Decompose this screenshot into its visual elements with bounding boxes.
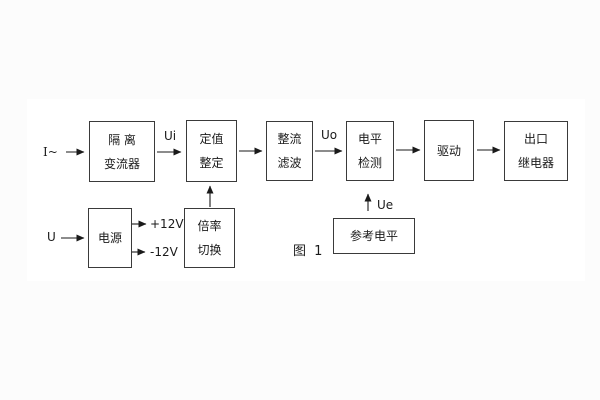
label-plus-12v: +12V bbox=[150, 217, 184, 231]
block-power-supply: 电源 bbox=[88, 208, 132, 268]
block-ratio-switch: 倍率 切换 bbox=[184, 208, 235, 268]
block-label-line: 倍率 bbox=[197, 219, 222, 233]
label-ue: Ue bbox=[377, 198, 394, 212]
label-ui: Ui bbox=[163, 129, 177, 143]
block-label-line: 整流 bbox=[277, 132, 302, 146]
block-label-line: 继电器 bbox=[517, 156, 554, 170]
label-uo: Uo bbox=[320, 128, 338, 142]
block-isolation-transformer: 隔 离 变流器 bbox=[89, 121, 155, 182]
block-label-line: 定值 bbox=[199, 132, 224, 146]
label-minus-12v: -12V bbox=[150, 245, 178, 259]
figure-caption: 图 1 bbox=[293, 244, 325, 259]
block-label-line: 滤波 bbox=[277, 156, 302, 170]
block-label-line: 整定 bbox=[199, 156, 224, 170]
block-label-line: 电源 bbox=[97, 231, 122, 245]
label-input-current: I~ bbox=[43, 145, 58, 159]
block-label-line: 隔 离 bbox=[108, 132, 136, 147]
block-label-line: 切换 bbox=[197, 243, 222, 257]
block-label-line: 参考电平 bbox=[349, 229, 398, 243]
block-label-line: 出口 bbox=[523, 132, 548, 146]
block-label-line: 驱动 bbox=[436, 143, 461, 158]
block-driver: 驱动 bbox=[424, 120, 474, 181]
block-label-line: 变流器 bbox=[103, 156, 140, 171]
block-rectify-filter: 整流 滤波 bbox=[266, 121, 313, 181]
block-value-setting: 定值 整定 bbox=[186, 120, 237, 182]
block-output-relay: 出口 继电器 bbox=[504, 121, 568, 181]
block-reference-level: 参考电平 bbox=[333, 218, 415, 254]
block-label-line: 检测 bbox=[357, 156, 382, 170]
label-input-voltage: U bbox=[47, 230, 56, 244]
block-label-line: 电平 bbox=[357, 132, 382, 146]
block-level-detection: 电平 检测 bbox=[346, 121, 394, 181]
